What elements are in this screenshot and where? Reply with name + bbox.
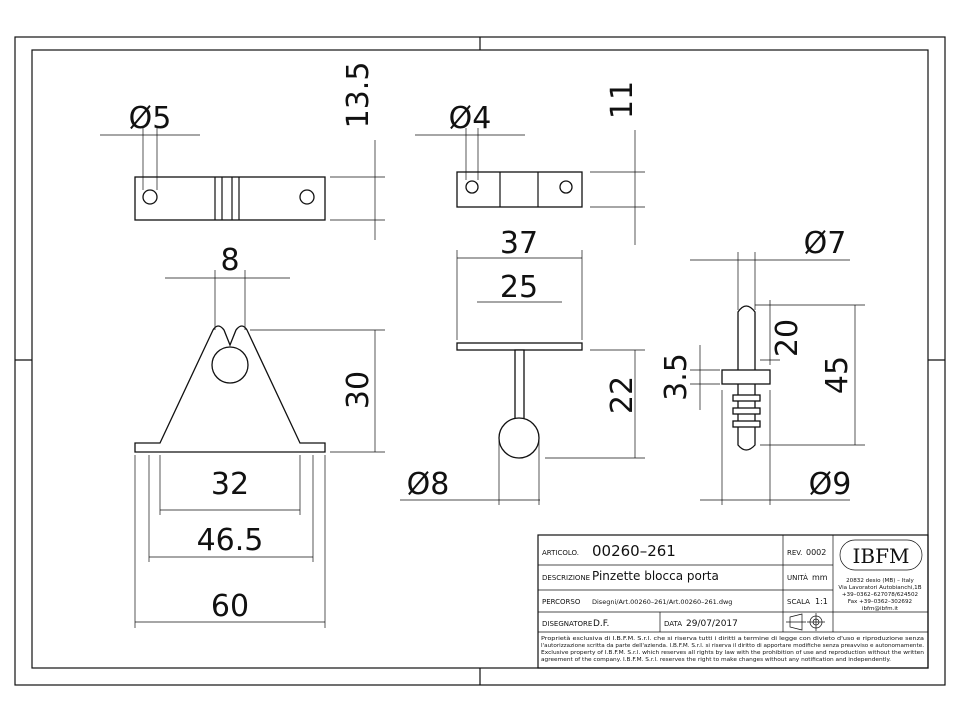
logo-ibfm bbox=[839, 539, 923, 571]
descrizione-label: DESCRIZIONE bbox=[542, 574, 590, 582]
descrizione-value: Pinzette blocca porta bbox=[592, 569, 719, 583]
dim-hole-spacing: 32 bbox=[211, 467, 249, 502]
part-t-side-view: 37 25 22 Ø8 bbox=[400, 226, 645, 505]
part-top-center-view: Ø4 11 bbox=[415, 81, 645, 245]
svg-text:+39–0362–627078/624502: +39–0362–627078/624502 bbox=[842, 592, 918, 598]
svg-text:Via Lavoratori Autobianchi,1B: Via Lavoratori Autobianchi,1B bbox=[838, 585, 921, 591]
dim-pin-length: 45 bbox=[820, 356, 855, 394]
svg-text:l'autorizzazione scritta da pa: l'autorizzazione scritta da parte dell'a… bbox=[541, 643, 924, 649]
dim-height: 11 bbox=[605, 81, 640, 119]
svg-text:ibfm@ibfm.it: ibfm@ibfm.it bbox=[862, 606, 899, 612]
svg-text:Fax +39–0362–302692: Fax +39–0362–302692 bbox=[848, 599, 912, 605]
scala-value: 1:1 bbox=[815, 597, 828, 606]
unita-label: UNITÀ bbox=[787, 573, 808, 582]
dim-mid-width: 46.5 bbox=[197, 523, 264, 558]
projection-symbol-icon bbox=[786, 613, 825, 631]
rev-label: REV. bbox=[787, 549, 802, 557]
rev-value: 0002 bbox=[806, 548, 826, 557]
svg-text:Proprietà esclusiva di I.B.F.M: Proprietà esclusiva di I.B.F.M. S.r.l. c… bbox=[541, 635, 924, 642]
logo-text: IBFM bbox=[853, 544, 910, 568]
company-address: 20832 desio (MB) – Italy Via Lavoratori … bbox=[838, 578, 921, 612]
dim-tip-length: 20 bbox=[770, 319, 805, 357]
dim-total-width: 60 bbox=[211, 589, 249, 624]
data-label: DATA bbox=[664, 620, 682, 628]
legal-notes: Proprietà esclusiva di I.B.F.M. S.r.l. c… bbox=[541, 635, 924, 663]
articolo-label: ARTICOLO. bbox=[542, 549, 579, 557]
part-top-left-view: Ø5 13.5 bbox=[100, 62, 385, 240]
percorso-label: PERCORSO bbox=[542, 598, 581, 606]
svg-text:agreement of the company. I.B.: agreement of the company. I.B.F.M. S.r.l… bbox=[541, 657, 891, 663]
dim-hole-diameter: Ø5 bbox=[129, 101, 172, 136]
dim-ball-diameter: Ø8 bbox=[407, 467, 450, 502]
part-pin-view: Ø7 20 3.5 45 Ø9 bbox=[659, 226, 865, 505]
dim-height: 30 bbox=[341, 371, 376, 409]
svg-text:20832 desio (MB) – Italy: 20832 desio (MB) – Italy bbox=[846, 578, 914, 584]
dim-height: 13.5 bbox=[341, 62, 376, 129]
part-clip-side-view: 8 30 32 46.5 60 bbox=[134, 243, 385, 628]
title-block: ARTICOLO. 00260–261 REV. 0002 DESCRIZION… bbox=[537, 534, 929, 669]
dim-hole-diameter: Ø4 bbox=[449, 101, 492, 136]
disegnatore-value: D.F. bbox=[593, 619, 609, 629]
articolo-value: 00260–261 bbox=[592, 542, 676, 560]
dim-gap: 8 bbox=[220, 243, 239, 278]
svg-text:Exclusive property of I.B.F.M.: Exclusive property of I.B.F.M. S.r.l. wh… bbox=[541, 650, 924, 656]
dim-height: 22 bbox=[605, 376, 640, 414]
dim-collar-thickness: 3.5 bbox=[659, 353, 694, 401]
dim-collar-diameter: Ø9 bbox=[809, 467, 852, 502]
percorso-value: Disegni/Art.00260–261/Art.00260–261.dwg bbox=[592, 598, 732, 606]
unita-value: mm bbox=[812, 573, 828, 582]
dim-pin-diameter: Ø7 bbox=[804, 226, 847, 261]
dim-inner-width: 25 bbox=[500, 270, 538, 305]
center-marks bbox=[15, 37, 945, 685]
scala-label: SCALA bbox=[787, 598, 810, 606]
data-value: 29/07/2017 bbox=[686, 619, 738, 629]
disegnatore-label: DISEGNATORE bbox=[542, 620, 592, 628]
dim-width: 37 bbox=[500, 226, 538, 261]
